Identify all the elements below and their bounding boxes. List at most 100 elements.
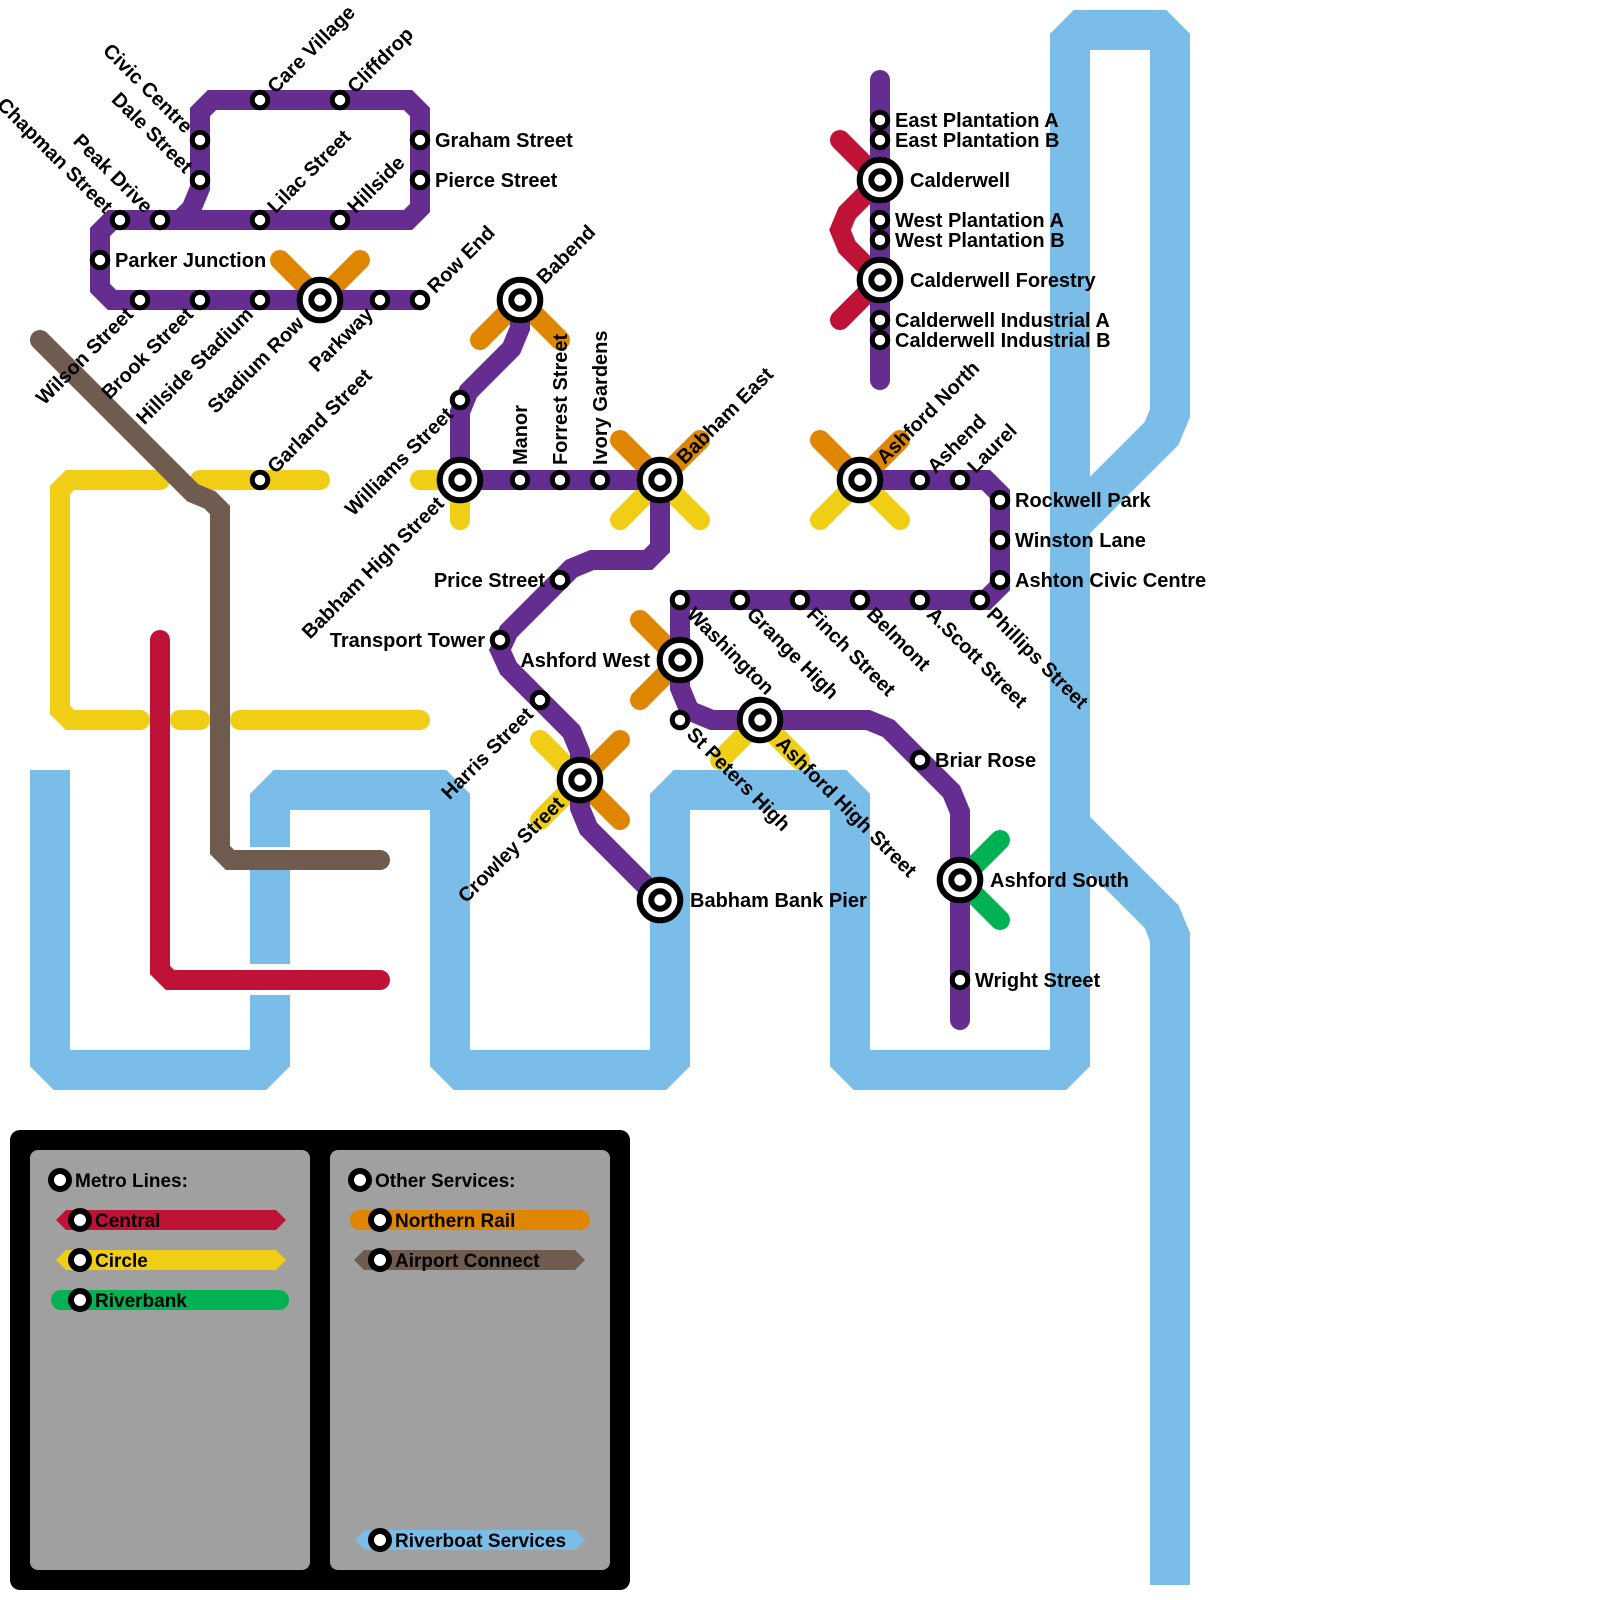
station-belmont [849, 589, 871, 611]
station-calderwell-industrial-a [869, 309, 891, 331]
station-manor [509, 469, 531, 491]
station-marker [949, 469, 971, 491]
station-marker [249, 209, 271, 231]
interchange-marker-inner [448, 468, 472, 492]
station-marker [409, 129, 431, 151]
station-garland-street [249, 469, 271, 491]
line-central-segment [150, 630, 390, 990]
station-parker-junction [89, 249, 111, 271]
station-williams-street [449, 389, 471, 411]
station-marker [909, 749, 931, 771]
station-rockwell-park [989, 489, 1011, 511]
interchange-marker-inner [948, 868, 972, 892]
legend-label-riverboat-services: Riverboat Services [395, 1531, 566, 1552]
station-ivory-gardens [589, 469, 611, 491]
station-label-babham-bank-pier: Babham Bank Pier [690, 890, 867, 912]
legend-item-riverboat-services: Riverboat Services [355, 1528, 585, 1552]
legend-item-northern-rail: Northern Rail [350, 1208, 590, 1232]
interchange-marker-inner [868, 168, 892, 192]
station-marker [869, 209, 891, 231]
station-marker [669, 589, 691, 611]
station-calderwell [856, 156, 904, 204]
station-marker [869, 309, 891, 331]
station-marker [329, 89, 351, 111]
station-marker [129, 289, 151, 311]
legend-label-riverbank: Riverbank [95, 1291, 187, 1312]
station-laurel [949, 469, 971, 491]
station-civic-centre [189, 129, 211, 151]
interchange-marker-inner [308, 288, 332, 312]
station-peak-drive [149, 209, 171, 231]
station-finch-street [789, 589, 811, 611]
station-marker [509, 469, 531, 491]
station-label-ashton-civic-centre: Ashton Civic Centre [1015, 570, 1206, 592]
station-price-street [549, 569, 571, 591]
station-icon [48, 1168, 72, 1192]
station-brook-street [189, 289, 211, 311]
station-transport-tower [489, 629, 511, 651]
station-marker [369, 289, 391, 311]
station-wright-street [949, 969, 971, 991]
station-stadium-row [296, 276, 344, 324]
station-marker [969, 589, 991, 611]
station-label-graham-street: Graham Street [435, 130, 573, 152]
station-calderwell-forestry [856, 256, 904, 304]
station-forrest-street [549, 469, 571, 491]
station-lilac-street [249, 209, 271, 231]
station-east-plantation-a [869, 109, 891, 131]
legend-item-circle: Circle [56, 1248, 286, 1272]
river-layer [30, 10, 1190, 1585]
station-marker [949, 969, 971, 991]
station-marker [89, 249, 111, 271]
station-hillside [329, 209, 351, 231]
station-marker [989, 489, 1011, 511]
station-crowley-street [556, 756, 604, 804]
station-babham-high-street [436, 456, 484, 504]
station-label-winston-lane: Winston Lane [1015, 530, 1146, 552]
station-grange-high [729, 589, 751, 611]
station-ashford-south [936, 856, 984, 904]
station-label-west-plantation-b: West Plantation B [895, 230, 1065, 252]
station-ashford-north [836, 456, 884, 504]
line-swatch-central [56, 1210, 286, 1230]
station-marker [989, 569, 1011, 591]
station-wilson-street [129, 289, 151, 311]
station-label-garland-street: Garland Street [264, 365, 377, 478]
station-label-harris-street: Harris Street [437, 703, 538, 804]
station-harris-street [529, 689, 551, 711]
line-airport-connect [30, 330, 390, 870]
station-label-forrest-street: Forrest Street [550, 334, 572, 465]
station-briar-rose [909, 749, 931, 771]
legend-other-title: Other Services: [375, 1171, 515, 1192]
station-marker [669, 709, 691, 731]
station-west-plantation-a [869, 209, 891, 231]
station-label-pierce-street: Pierce Street [435, 170, 558, 192]
station-label-calderwell-industrial-b: Calderwell Industrial B [895, 330, 1111, 352]
station-dale-street [189, 169, 211, 191]
station-icon [368, 1208, 392, 1232]
interchange-marker-inner [868, 268, 892, 292]
station-marker [249, 289, 271, 311]
station-label-row-end: Row End [424, 222, 500, 298]
station-winston-lane [989, 529, 1011, 551]
station-ashford-west [656, 636, 704, 684]
legend-metro-title: Metro Lines: [75, 1171, 188, 1192]
station-marker [549, 469, 571, 491]
interchange-marker-inner [648, 468, 672, 492]
line-swatch-circle [56, 1250, 286, 1270]
station-marker [189, 129, 211, 151]
river-segment [250, 10, 1190, 1090]
station-label-ashford-west: Ashford West [520, 650, 650, 672]
interchange-marker-inner [648, 888, 672, 912]
station-icon [368, 1248, 392, 1272]
legend-label-northern-rail: Northern Rail [395, 1211, 515, 1232]
station-marker [869, 329, 891, 351]
interchange-marker-inner [668, 648, 692, 672]
station-label-east-plantation-a: East Plantation A [895, 110, 1059, 132]
station-label-ashford-south: Ashford South [990, 870, 1129, 892]
station-marker [249, 89, 271, 111]
station-marker [869, 229, 891, 251]
station-marker [869, 129, 891, 151]
legend-label-airport-connect: Airport Connect [395, 1251, 540, 1272]
